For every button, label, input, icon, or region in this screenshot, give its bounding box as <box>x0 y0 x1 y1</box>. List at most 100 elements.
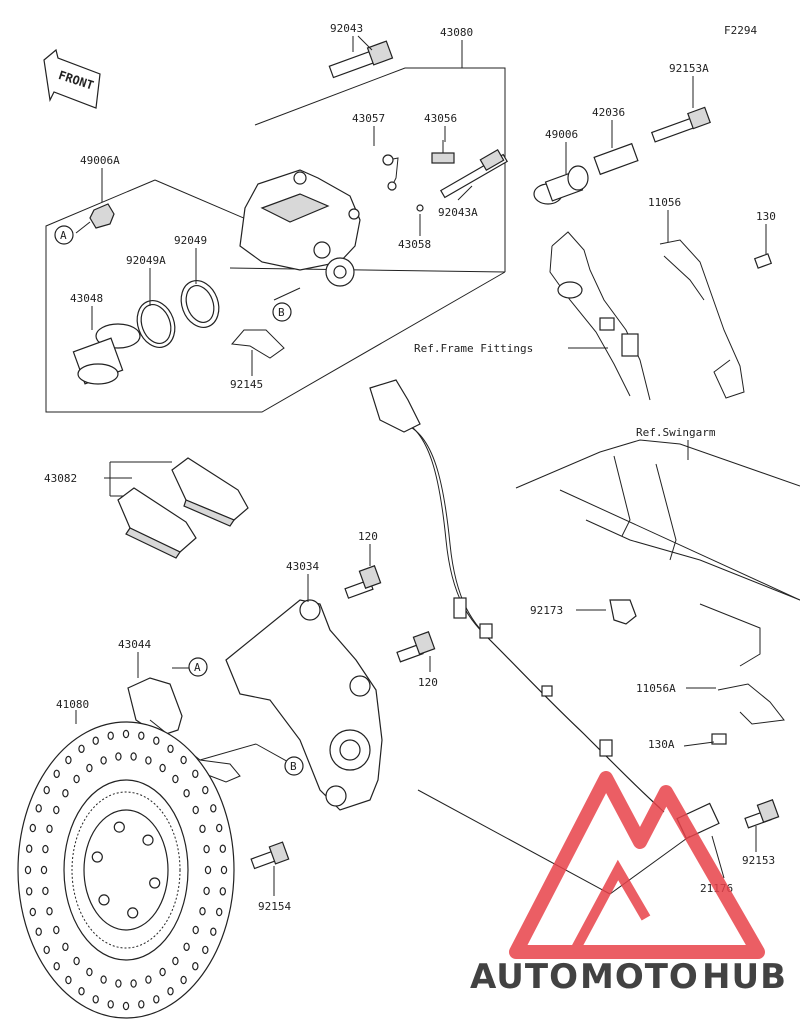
disc-hole <box>100 756 107 765</box>
disc-hole <box>43 945 50 955</box>
label-43034: 43034 <box>286 560 319 573</box>
disc-hole <box>29 907 36 917</box>
disc-hole <box>167 744 174 754</box>
label-ref-frame: Ref.Frame Fittings <box>414 342 533 355</box>
marker-b-bottom-label: B <box>290 760 297 773</box>
label-92154: 92154 <box>258 900 291 913</box>
disc-bolt-hole <box>98 894 110 906</box>
disc-hole <box>46 824 53 834</box>
disc-bolt-hole <box>149 877 161 889</box>
disc-hole <box>203 886 210 896</box>
disc-hole <box>183 942 190 952</box>
disc-hole <box>86 967 93 977</box>
bolt-120-lower <box>396 631 436 663</box>
disc-hole <box>100 975 107 984</box>
disc-hole <box>122 729 130 739</box>
bolt-92153A <box>650 106 711 143</box>
disc-hole <box>46 907 53 916</box>
disc-hole <box>210 927 217 936</box>
bleed-cap-43057 <box>382 154 399 191</box>
bolt-120-upper <box>344 565 382 599</box>
disc-hole <box>24 865 32 875</box>
caliper-bolt-92043 <box>328 35 394 79</box>
marker-b-top: B <box>272 302 292 322</box>
disc-hole <box>107 1000 114 1009</box>
disc-hole <box>172 774 179 784</box>
disc-hole <box>203 844 210 854</box>
label-92153: 92153 <box>742 854 775 867</box>
disc-hole <box>53 769 60 779</box>
disc-hole <box>78 987 85 996</box>
label-ref-swingarm: Ref.Swingarm <box>636 426 716 439</box>
marker-a-bottom: A <box>188 657 208 677</box>
disc-bolt-hole <box>113 821 125 833</box>
piston-43048 <box>72 323 141 385</box>
bolt-130 <box>753 253 773 269</box>
disc-hole <box>92 736 99 745</box>
disc-hole <box>122 1001 130 1011</box>
disc-hole <box>130 752 137 761</box>
label-92145: 92145 <box>230 378 263 391</box>
disc-hole <box>42 844 49 854</box>
disc-hole <box>43 785 50 795</box>
bleed-valve-43056 <box>431 140 455 164</box>
disc-hole <box>202 945 209 955</box>
swingarm-outline <box>515 439 800 667</box>
label-43080: 43080 <box>440 26 473 39</box>
label-130: 130 <box>756 210 776 223</box>
disc-hole <box>53 925 60 935</box>
disc-hole <box>199 907 206 916</box>
label-49006: 49006 <box>545 128 578 141</box>
disc-hole <box>192 962 199 971</box>
label-92043: 92043 <box>330 22 363 35</box>
label-11056A: 11056A <box>636 682 676 695</box>
disc-hole <box>73 956 80 966</box>
label-43082: 43082 <box>44 472 77 485</box>
automotohub-logo-icon: AUTO MOTO HUB <box>470 771 787 997</box>
pad-spring-92145 <box>231 329 285 359</box>
disc-bolt-hole <box>127 907 139 919</box>
piston-seal-92049 <box>180 280 220 328</box>
label-130A: 130A <box>648 738 675 751</box>
disc-hole <box>159 967 166 977</box>
marker-b-bottom: B <box>284 756 304 776</box>
label-41080: 41080 <box>56 698 89 711</box>
slide-pin-92043A <box>440 148 508 199</box>
nut-49006A <box>89 203 115 229</box>
disc-hole <box>219 887 226 896</box>
label-120-upper: 120 <box>358 530 378 543</box>
disc-hole <box>65 975 72 985</box>
label-92153A: 92153A <box>669 62 709 75</box>
label-92173: 92173 <box>530 604 563 617</box>
disc-hole <box>86 763 93 773</box>
front-arrow-icon: FRONT <box>43 48 101 109</box>
disc-hole <box>42 886 49 896</box>
disc-hole <box>73 774 80 784</box>
label-43057: 43057 <box>352 112 385 125</box>
disc-hole <box>138 731 145 740</box>
caliper-bracket-43034 <box>225 599 383 811</box>
disc-hole <box>35 927 42 936</box>
caliper-assembly-frame <box>45 40 506 413</box>
disc-hole <box>192 769 199 779</box>
disc-hole <box>115 752 122 761</box>
label-92043A: 92043A <box>438 206 478 219</box>
bolt-92154 <box>250 841 290 870</box>
marker-a-top-label: A <box>60 229 67 242</box>
disc-hole <box>40 865 48 875</box>
disc-hole <box>180 755 187 765</box>
disc-hole <box>53 805 60 815</box>
disc-hole <box>192 805 199 815</box>
marker-a-bottom-label: A <box>194 661 201 674</box>
collar-42036 <box>593 142 639 176</box>
disc-hole <box>183 789 190 798</box>
disc-hole <box>202 785 209 795</box>
brake-disc-41080 <box>17 721 235 1019</box>
watermark-hub: HUB <box>702 957 787 997</box>
dust-seal-92049A <box>136 300 176 348</box>
disc-hole <box>65 755 72 765</box>
disc-hole <box>62 789 69 798</box>
disc-hole <box>62 942 69 952</box>
disc-hole <box>92 995 99 1004</box>
